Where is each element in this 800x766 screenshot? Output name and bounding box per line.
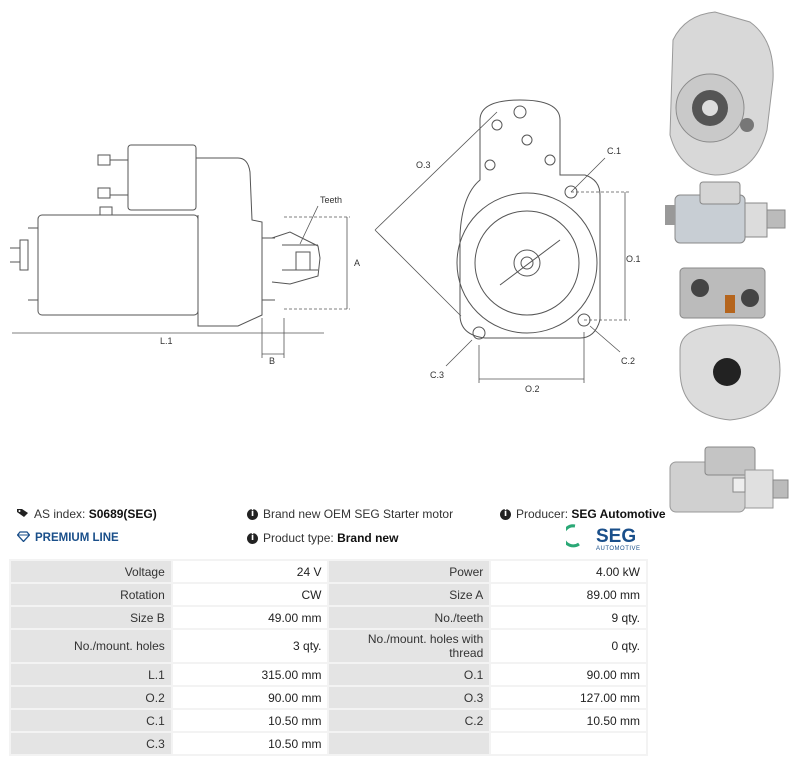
spec-value: 90.00 mm bbox=[172, 687, 328, 708]
info-icon: i bbox=[247, 532, 258, 544]
hole-c3 bbox=[472, 326, 486, 340]
spec-label: Voltage bbox=[11, 561, 171, 582]
description-row: i Brand new OEM SEG Starter motor bbox=[247, 507, 453, 521]
spec-label: No./mount. holes with thread bbox=[329, 630, 490, 662]
diamond-icon bbox=[16, 531, 31, 545]
dim-a-label: A bbox=[354, 258, 360, 268]
spec-label: C.2 bbox=[329, 710, 490, 731]
as-index-label: AS index: bbox=[34, 507, 86, 521]
info-icon: i bbox=[500, 508, 511, 520]
seg-subtitle: AUTOMOTIVE bbox=[596, 546, 641, 552]
product-photos bbox=[665, 11, 789, 513]
producer-label: Producer: bbox=[516, 507, 569, 521]
spec-label: O.2 bbox=[11, 687, 171, 708]
premium-line-label: PREMIUM LINE bbox=[35, 532, 119, 544]
spec-value: CW bbox=[172, 584, 328, 605]
spec-value: 3 qty. bbox=[172, 630, 328, 662]
photo-side-view bbox=[665, 181, 786, 244]
spec-value: 4.00 kW bbox=[491, 561, 646, 582]
as-index-value: S0689(SEG) bbox=[88, 507, 157, 521]
dim-b-label: B bbox=[269, 356, 275, 366]
spec-label: No./mount. holes bbox=[11, 630, 171, 662]
spec-value: 24 V bbox=[172, 561, 328, 582]
spec-label: Size A bbox=[329, 584, 490, 605]
spec-value: 9 qty. bbox=[491, 607, 646, 628]
spec-value: 127.00 mm bbox=[491, 687, 646, 708]
tag-icon bbox=[17, 507, 29, 521]
spec-label: Rotation bbox=[11, 584, 171, 605]
solenoid-outline bbox=[127, 144, 197, 211]
photo-rear-end bbox=[679, 267, 781, 421]
dim-o3-label: O.3 bbox=[416, 160, 431, 170]
info-icon: i bbox=[247, 508, 258, 520]
dim-c2-label: C.2 bbox=[621, 356, 635, 366]
producer-row: i Producer: SEG Automotive bbox=[500, 507, 666, 521]
spec-label: L.1 bbox=[11, 664, 171, 685]
technical-drawing: Teeth A B L.1 O.3 C.1 O.1 C.2 C.3 O.2 bbox=[10, 99, 641, 394]
spec-value: 10.50 mm bbox=[172, 733, 328, 754]
dim-l1-label: L.1 bbox=[160, 336, 173, 346]
spec-value: 90.00 mm bbox=[491, 664, 646, 685]
teeth-label: Teeth bbox=[320, 195, 342, 205]
dim-c1-label: C.1 bbox=[607, 146, 621, 156]
description-text: Brand new OEM SEG Starter motor bbox=[263, 507, 454, 521]
spec-value: 89.00 mm bbox=[491, 584, 646, 605]
spec-label: C.1 bbox=[11, 710, 171, 731]
photo-drive-end bbox=[669, 11, 774, 176]
spec-value: 10.50 mm bbox=[172, 710, 328, 731]
dim-o2-label: O.2 bbox=[525, 384, 540, 394]
spec-label bbox=[329, 733, 490, 754]
dim-o1-label: O.1 bbox=[626, 254, 641, 264]
motor-body-outline bbox=[37, 214, 199, 316]
seg-automotive-logo: SEG AUTOMOTIVE bbox=[566, 524, 641, 552]
spec-label: O.1 bbox=[329, 664, 490, 685]
spec-label: C.3 bbox=[11, 733, 171, 754]
dim-c3-label: C.3 bbox=[430, 370, 444, 380]
spec-value: 0 qty. bbox=[491, 630, 646, 662]
spec-value: 49.00 mm bbox=[172, 607, 328, 628]
spec-value: 315.00 mm bbox=[172, 664, 328, 685]
spec-value: 10.50 mm bbox=[491, 710, 646, 731]
product-type-label: Product type: bbox=[263, 531, 334, 545]
spec-value bbox=[491, 733, 646, 754]
as-index-row: AS index: S0689(SEG) bbox=[17, 507, 157, 521]
spec-label: O.3 bbox=[329, 687, 490, 708]
premium-line-row: PREMIUM LINE bbox=[16, 531, 119, 545]
product-type-value: Brand new bbox=[337, 531, 399, 545]
seg-wordmark: SEG bbox=[596, 526, 636, 547]
producer-value: SEG Automotive bbox=[571, 507, 666, 521]
spec-label: No./teeth bbox=[329, 607, 490, 628]
product-type-row: i Product type: Brand new bbox=[247, 531, 398, 545]
photo-side-view-2 bbox=[669, 446, 789, 513]
spec-label: Power bbox=[329, 561, 490, 582]
spec-label: Size B bbox=[11, 607, 171, 628]
